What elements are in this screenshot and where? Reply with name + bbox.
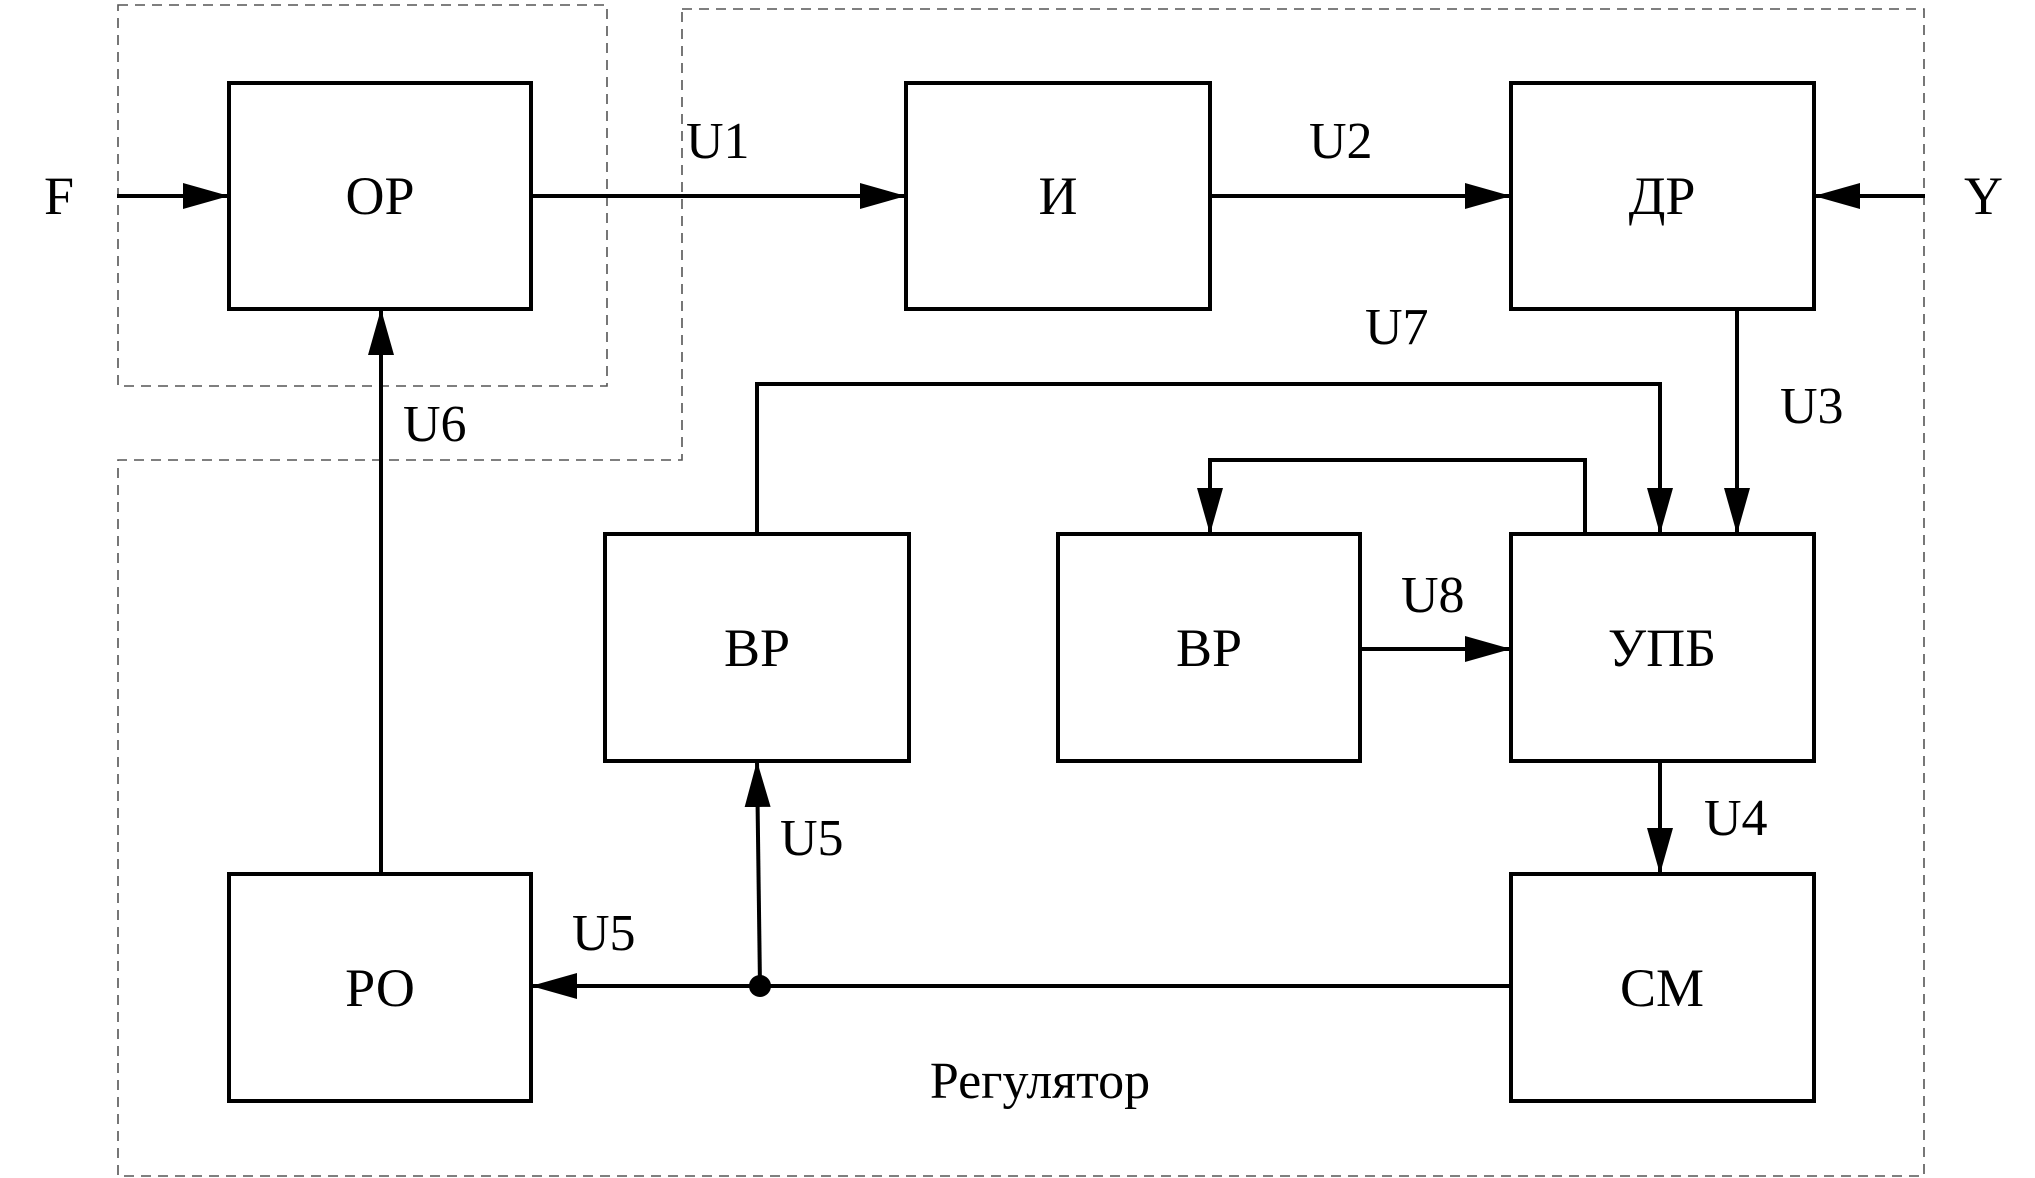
block-i: И	[904, 81, 1212, 311]
junction-dot	[749, 975, 771, 997]
upb-to-vr-feedback-arrow	[1197, 458, 1587, 534]
block-i-label: И	[1039, 166, 1078, 226]
block-ro: РО	[227, 872, 533, 1103]
signal-u1-label: U1	[686, 113, 750, 170]
u7-arrow	[755, 382, 1673, 534]
block-vr-right-label: ВР	[1176, 618, 1242, 678]
block-vr-left-label: ВР	[724, 618, 790, 678]
signal-u2-label: U2	[1309, 113, 1373, 170]
block-or-label: ОР	[345, 166, 414, 226]
signal-u7-label: U7	[1365, 299, 1429, 356]
block-ro-label: РО	[345, 958, 415, 1018]
block-vr-right: ВР	[1056, 532, 1362, 763]
signal-u3-label: U3	[1780, 378, 1844, 435]
block-or: ОР	[227, 81, 533, 311]
block-upb-label: УПБ	[1608, 618, 1716, 678]
signal-u4-label: U4	[1704, 790, 1768, 847]
u5-vertical-arrow	[744, 760, 771, 987]
regulator-region-boundary	[117, 8, 1925, 1177]
block-dr-label: ДР	[1629, 166, 1696, 226]
signal-u6-label: U6	[403, 396, 467, 453]
block-sm-label: СМ	[1620, 958, 1704, 1018]
block-dr: ДР	[1509, 81, 1816, 311]
input-f-label: F	[44, 166, 74, 226]
input-y-label: Y	[1964, 166, 2003, 226]
block-sm: СМ	[1509, 872, 1816, 1103]
block-vr-left: ВР	[603, 532, 911, 763]
signal-u5-horizontal-label: U5	[572, 905, 636, 962]
signal-u5-vertical-label: U5	[780, 810, 844, 867]
block-upb: УПБ	[1509, 532, 1816, 763]
regulator-region-label: Регулятор	[930, 1053, 1150, 1110]
signal-u8-label: U8	[1401, 567, 1465, 624]
